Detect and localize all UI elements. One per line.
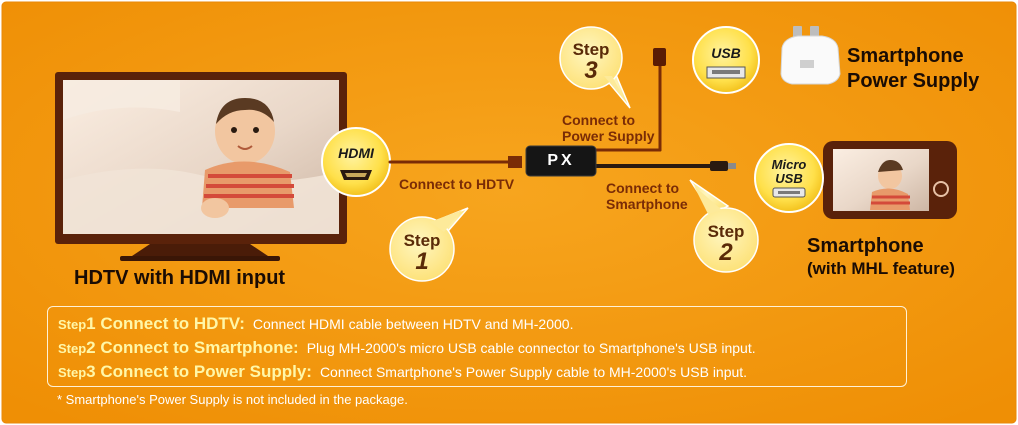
- instruction-2-number: 2: [86, 338, 96, 357]
- instruction-2-text: Plug MH-2000's micro USB cable connector…: [306, 340, 756, 356]
- step-bubble-2: [689, 179, 759, 273]
- power-supply-line-2: Power Supply: [847, 70, 980, 92]
- instruction-2-step-word: Step: [58, 341, 87, 356]
- micro-usb-badge-label: Micro USB: [759, 158, 819, 186]
- instruction-2-title: Connect to Smartphone:: [100, 338, 299, 357]
- instruction-row-1: Step1 Connect to HDTV: Connect HDMI cable…: [58, 312, 896, 336]
- smartphone-label: Smartphone (with MHL feature): [807, 234, 955, 280]
- step-bubble-2-label: Step 2: [696, 223, 756, 265]
- instruction-3-title: Connect to Power Supply:: [100, 362, 312, 381]
- connect-smartphone-line-2: Smartphone: [606, 196, 688, 212]
- instruction-1-title: Connect to HDTV:: [100, 314, 245, 333]
- connect-power-line-2: Power Supply: [562, 128, 655, 144]
- micro-usb-badge-line-1: Micro: [771, 157, 807, 172]
- instruction-1-number: 1: [86, 314, 96, 333]
- hdmi-port-icon: [340, 170, 372, 180]
- smartphone-line-1: Smartphone: [807, 235, 924, 257]
- connect-power-label: Connect to Power Supply: [562, 112, 655, 144]
- micro-usb-port-icon: [772, 187, 806, 198]
- instruction-3-number: 3: [86, 362, 96, 381]
- micro-usb-plug: [710, 161, 728, 171]
- smartphone-line-2: (with MHL feature): [807, 259, 955, 278]
- connect-power-line-1: Connect to: [562, 112, 636, 128]
- step-bubble-3: [559, 26, 631, 109]
- device-logo: PX: [547, 152, 575, 169]
- instruction-1-step-word: Step: [58, 317, 87, 332]
- hdmi-badge: [321, 127, 391, 197]
- instruction-3-step-word: Step: [58, 365, 87, 380]
- instruction-1-key: Step1 Connect to HDTV:: [58, 314, 245, 333]
- step-bubble-3-label: Step 3: [561, 41, 621, 83]
- step-bubble-1-number: 1: [415, 248, 429, 275]
- usb-badge-label: USB: [711, 45, 741, 61]
- usb-port-icon: [706, 66, 746, 79]
- footnote: * Smartphone's Power Supply is not inclu…: [57, 392, 408, 407]
- micro-usb-badge: [754, 143, 824, 213]
- instruction-row-3: Step3 Connect to Power Supply: Connect Sm…: [58, 360, 896, 384]
- mh2000-device: [525, 145, 597, 177]
- smartphone-illustration: [823, 141, 957, 219]
- instruction-3-key: Step3 Connect to Power Supply:: [58, 362, 312, 381]
- instruction-1-text: Connect HDMI cable between HDTV and MH-2…: [252, 316, 574, 332]
- micro-usb-badge-line-2: USB: [775, 171, 803, 186]
- usb-plug: [653, 48, 666, 66]
- connect-smartphone-label: Connect to Smartphone: [606, 180, 688, 212]
- instruction-3-text: Connect Smartphone's Power Supply cable …: [319, 364, 748, 380]
- hdmi-badge-label: HDMI: [338, 145, 374, 161]
- hdmi-plug: [508, 156, 522, 168]
- step-bubble-2-word: Step: [707, 222, 745, 241]
- step-bubble-1: [389, 207, 469, 282]
- power-supply-line-1: Smartphone: [847, 45, 964, 67]
- step-bubble-1-word: Step: [403, 231, 441, 250]
- power-supply-label: Smartphone Power Supply: [847, 44, 979, 94]
- hdtv-illustration: [55, 72, 347, 261]
- step-bubble-3-word: Step: [572, 40, 610, 59]
- power-adapter-illustration: [780, 26, 841, 85]
- step-bubble-1-label: Step 1: [392, 232, 452, 274]
- instruction-row-2: Step2 Connect to Smartphone: Plug MH-2000…: [58, 336, 896, 360]
- connect-hdtv-label: Connect to HDTV: [399, 176, 515, 192]
- hdtv-label: HDTV with HDMI input: [74, 267, 286, 289]
- instructions-box: Step1 Connect to HDTV:Connect HDMI cable…: [47, 306, 907, 387]
- step-bubble-2-number: 2: [719, 239, 733, 266]
- connect-smartphone-line-1: Connect to: [606, 180, 680, 196]
- step-bubble-3-number: 3: [584, 57, 598, 84]
- instruction-2-key: Step2 Connect to Smartphone:: [58, 338, 299, 357]
